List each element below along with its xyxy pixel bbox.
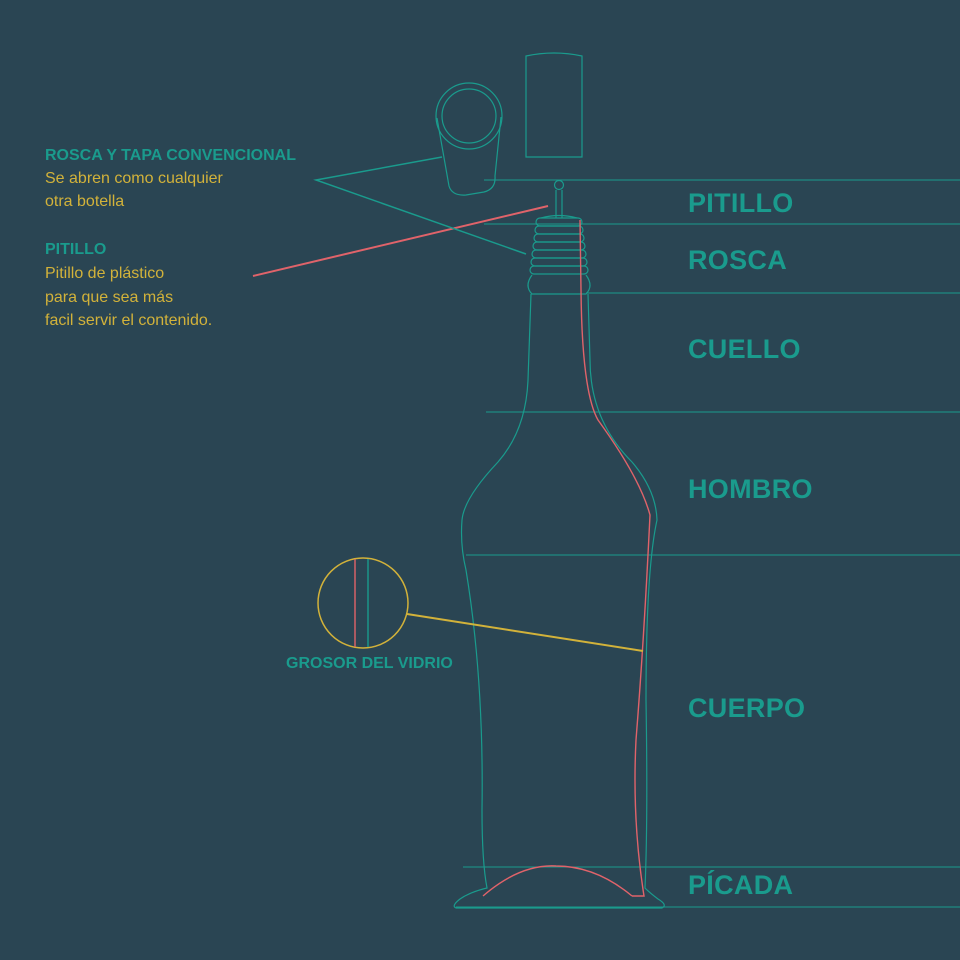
glass-thickness-detail (317, 557, 644, 652)
annotation-rosca-tapa-line: otra botella (45, 193, 125, 210)
straw-tip (553, 179, 565, 218)
label-rectangle (525, 52, 583, 158)
section-label-rosca: ROSCA (688, 245, 788, 275)
thread-rings (527, 214, 591, 295)
section-label-picada: PÍCADA (688, 870, 794, 900)
section-label-pitillo: PITILLO (688, 188, 794, 218)
section-label-hombro: HOMBRO (688, 474, 813, 504)
leader-rosca-tapa (313, 156, 527, 255)
annotation-rosca-tapa-title: ROSCA Y TAPA CONVENCIONAL (45, 147, 296, 164)
glass-inner-line (579, 219, 651, 897)
bottle-outline (453, 293, 665, 909)
annotation-pitillo-line: Pitillo de plástico (45, 265, 165, 282)
section-label-cuello: CUELLO (688, 334, 801, 364)
cap-drawing (435, 82, 503, 196)
annotation-pitillo-title: PITILLO (45, 241, 107, 258)
annotation-pitillo-line: facil servir el contenido. (45, 312, 213, 329)
glass-thickness-label: GROSOR DEL VIDRIO (286, 655, 453, 672)
annotation-pitillo-line: para que sea más (45, 289, 174, 306)
section-label-cuerpo: CUERPO (688, 693, 806, 723)
punt-arc (482, 865, 633, 897)
leader-pitillo (252, 205, 549, 277)
annotation-rosca-tapa-line: Se abren como cualquier (45, 170, 223, 187)
